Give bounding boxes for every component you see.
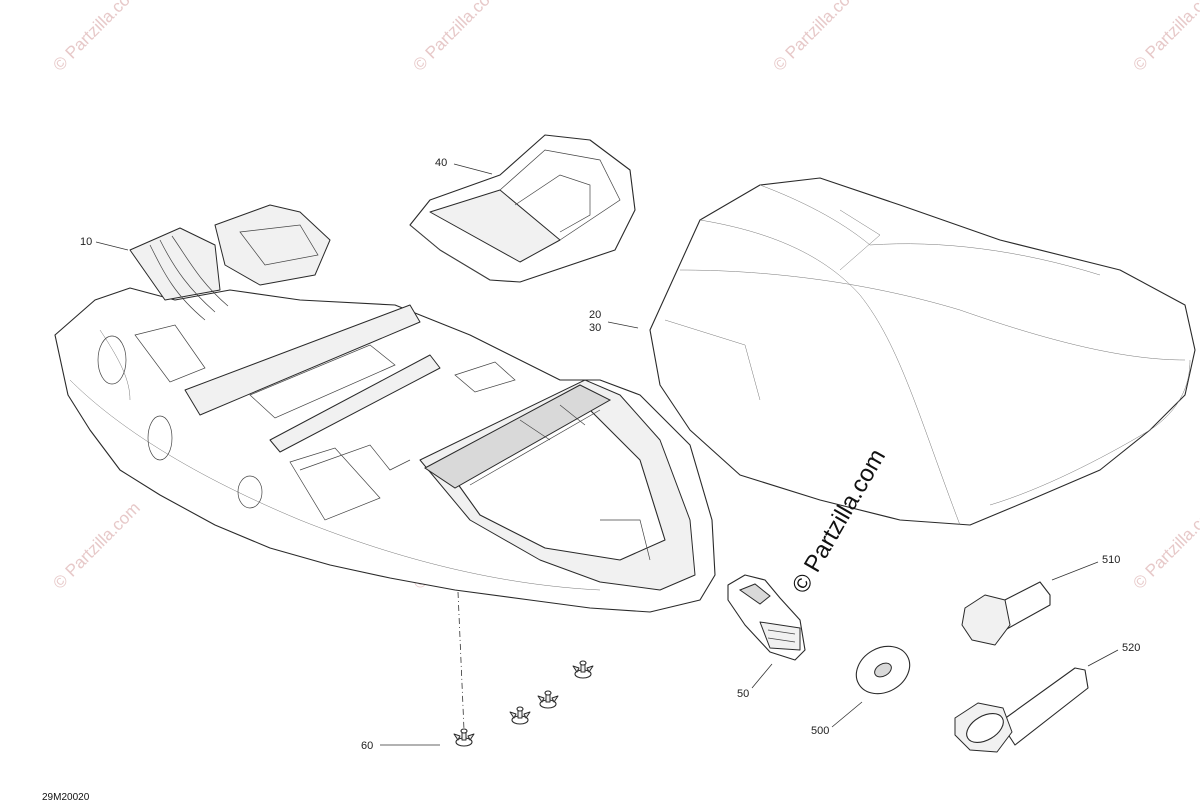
- leader-500: [831, 701, 863, 728]
- callout-10[interactable]: 10: [80, 236, 92, 248]
- watermark: © Partzilla.com: [1129, 498, 1200, 592]
- callout-50[interactable]: 50: [737, 688, 749, 700]
- part-short-bolt[interactable]: [961, 581, 1051, 646]
- part-seat-base[interactable]: [54, 204, 716, 613]
- callout-20[interactable]: 20: [589, 309, 601, 321]
- callout-500[interactable]: 500: [811, 725, 829, 737]
- watermark: © Partzilla.com: [1129, 0, 1200, 75]
- part-seat-cushion[interactable]: [649, 177, 1196, 526]
- leader-10: [95, 241, 129, 251]
- watermark: © Partzilla.com: [49, 0, 143, 75]
- callouts: 10 40 20 30 510 520 50 500 60: [80, 157, 1140, 752]
- part-latch[interactable]: [727, 574, 806, 661]
- diagram-reference: 29M20020: [42, 792, 90, 803]
- leader-520: [1087, 649, 1119, 667]
- leader-40: [453, 163, 493, 175]
- callout-510[interactable]: 510: [1102, 554, 1120, 566]
- part-push-rivets[interactable]: [453, 591, 594, 747]
- leader-510: [1051, 561, 1099, 581]
- watermark: © Partzilla.com: [49, 498, 143, 592]
- leader-20-30: [607, 321, 639, 329]
- part-backrest-panel[interactable]: [409, 134, 636, 283]
- leader-50: [751, 663, 773, 689]
- callout-30[interactable]: 30: [589, 322, 601, 334]
- callout-520[interactable]: 520: [1122, 642, 1140, 654]
- watermark: © Partzilla.com: [409, 0, 503, 75]
- part-washer[interactable]: [848, 637, 918, 703]
- callout-40[interactable]: 40: [435, 157, 447, 169]
- part-long-bolt[interactable]: [954, 667, 1089, 753]
- watermark: © Partzilla.com: [769, 0, 863, 75]
- callout-60[interactable]: 60: [361, 740, 373, 752]
